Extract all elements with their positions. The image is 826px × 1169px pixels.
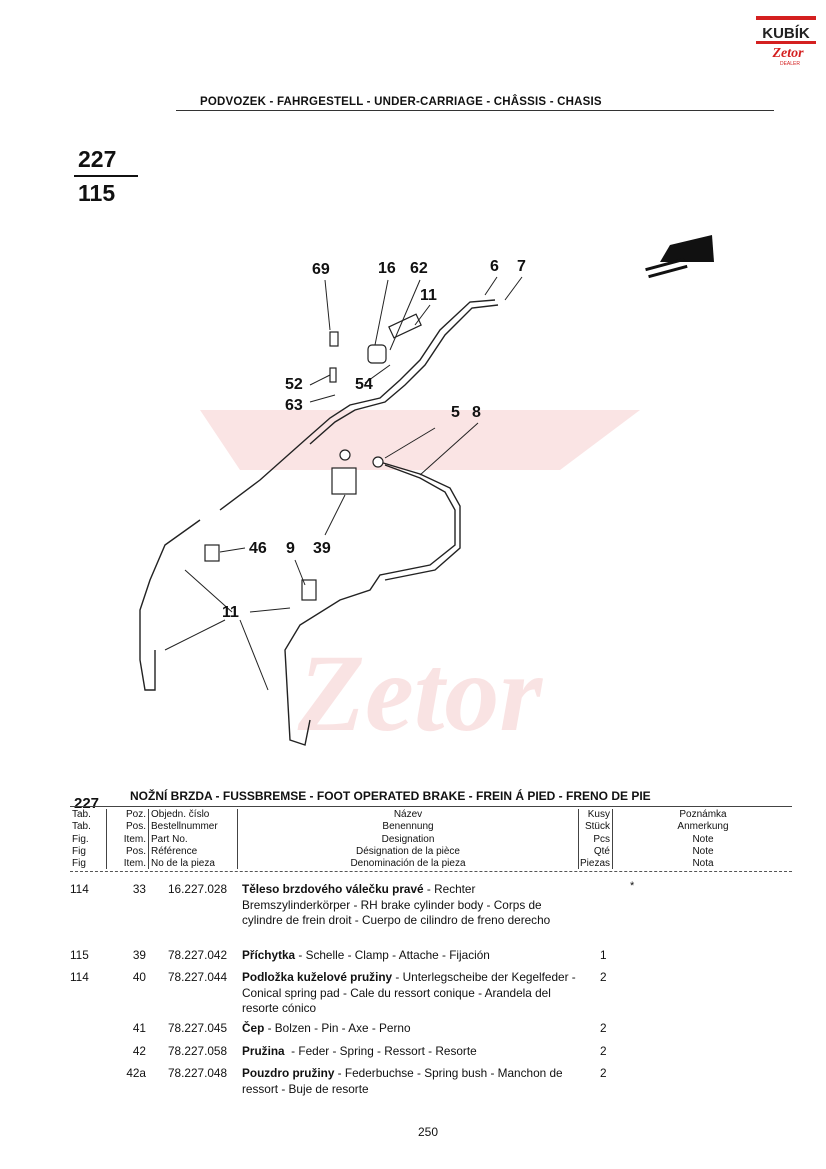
- callout-5: 5: [451, 404, 460, 421]
- callout-6: 6: [490, 258, 499, 275]
- callout-63: 63: [285, 397, 303, 414]
- leader-lines: [164, 276, 523, 691]
- svg-text:DEALER: DEALER: [780, 61, 800, 67]
- parts: [204, 313, 422, 601]
- callout-11: 11: [420, 287, 437, 304]
- divider: [176, 110, 774, 111]
- kubik-zetor-logo: KUBÍK Zetor DEALER: [756, 16, 816, 67]
- brake-pipe-diagram: Zetor 69 16 62 6 7 11 52 54 63 5 8 46: [139, 235, 714, 754]
- page-number: 250: [418, 1125, 439, 1139]
- callout-8: 8: [472, 404, 481, 421]
- callout-52: 52: [285, 376, 303, 393]
- callout-9: 9: [286, 540, 295, 557]
- callout-62: 62: [410, 260, 428, 277]
- group-title: NOŽNÍ BRZDA - FUSSBREMSE - FOOT OPERATED…: [130, 789, 651, 803]
- callout-16: 16: [378, 260, 396, 277]
- fraction-rule: [74, 175, 138, 177]
- direction-arrow-icon: [645, 235, 714, 279]
- callout-46: 46: [249, 540, 267, 557]
- svg-text:Zetor: Zetor: [771, 46, 804, 61]
- header-pos: Poz.Pos.Item.Pos.Item.: [108, 809, 149, 869]
- callout-54: 54: [355, 376, 373, 393]
- callout-7: 7: [517, 258, 526, 275]
- brake-pipes: [139, 299, 499, 746]
- section-title: PODVOZEK - FAHRGESTELL - UNDER-CARRIAGE …: [200, 96, 602, 108]
- callout-11b: 11: [222, 604, 239, 621]
- group-number: 227: [74, 795, 100, 812]
- callout-69: 69: [312, 261, 330, 278]
- figure-number: 115: [78, 180, 116, 206]
- svg-text:Zetor: Zetor: [297, 632, 544, 754]
- note-marker: *: [630, 880, 635, 892]
- watermark: Zetor: [200, 410, 640, 754]
- callout-39: 39: [313, 540, 331, 557]
- table-number: 227: [78, 146, 117, 172]
- svg-text:KUBÍK: KUBÍK: [762, 25, 810, 42]
